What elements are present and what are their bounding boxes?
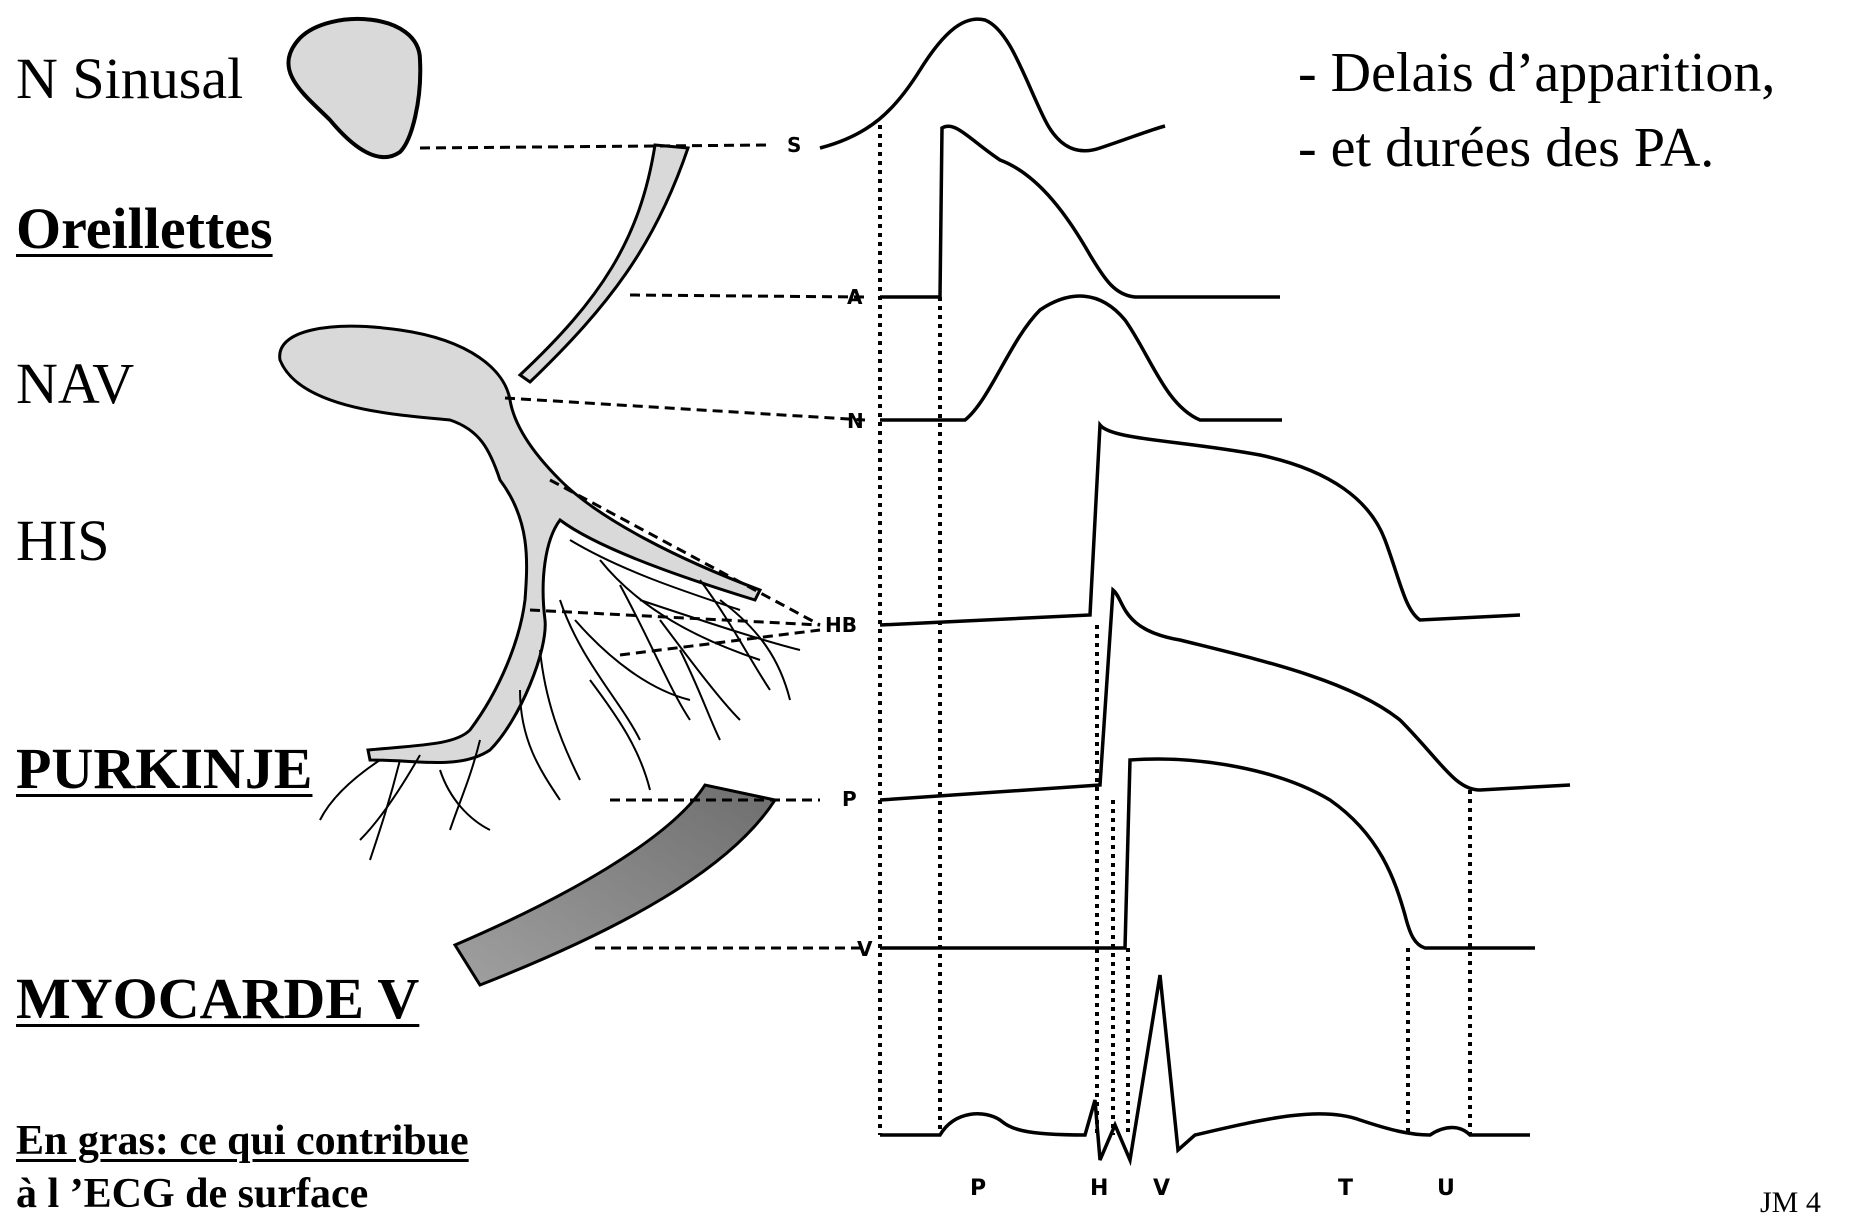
trace-label-v: V bbox=[857, 937, 873, 961]
right-note-line1: - Delais d’apparition, bbox=[1298, 45, 1775, 101]
trace-label-s: S bbox=[787, 133, 801, 157]
trace-n bbox=[880, 296, 1282, 420]
trace-hb bbox=[880, 425, 1520, 625]
label-sinus-node: N Sinusal bbox=[16, 50, 243, 108]
atrial-band-shape bbox=[520, 145, 688, 382]
bottom-note-line2: à l ’ECG de surface bbox=[16, 1173, 368, 1215]
trace-s bbox=[820, 19, 1165, 151]
trace-label-hb: HB bbox=[825, 613, 857, 637]
bottom-note-line1: En gras: ce qui contribue bbox=[16, 1120, 469, 1162]
sinus-node-shape bbox=[288, 19, 420, 157]
ecg-label-t: T bbox=[1338, 1176, 1353, 1201]
label-myocardium: MYOCARDE V bbox=[16, 970, 419, 1028]
right-note-line2: - et durées des PA. bbox=[1298, 120, 1714, 176]
ecg-label-v: V bbox=[1153, 1176, 1170, 1201]
trace-label-a: A bbox=[847, 285, 863, 309]
trace-label-p: P bbox=[842, 787, 857, 811]
label-purkinje: PURKINJE bbox=[16, 740, 312, 798]
corner-page-mark: JM 4 bbox=[1760, 1188, 1821, 1218]
myocardium-band-shape bbox=[455, 785, 775, 985]
timing-lines bbox=[880, 125, 1470, 1135]
ecg-label-u: U bbox=[1437, 1176, 1455, 1201]
label-atria: Oreillettes bbox=[16, 200, 273, 258]
trace-v bbox=[880, 759, 1535, 948]
trace-label-n: N bbox=[847, 409, 864, 433]
ecg-label-h: H bbox=[1090, 1176, 1108, 1201]
label-av-node: NAV bbox=[16, 355, 134, 413]
trace-ecg bbox=[880, 975, 1530, 1160]
action-potential-traces bbox=[820, 19, 1570, 1160]
label-his: HIS bbox=[16, 512, 109, 570]
ecg-label-p: P bbox=[970, 1176, 986, 1201]
